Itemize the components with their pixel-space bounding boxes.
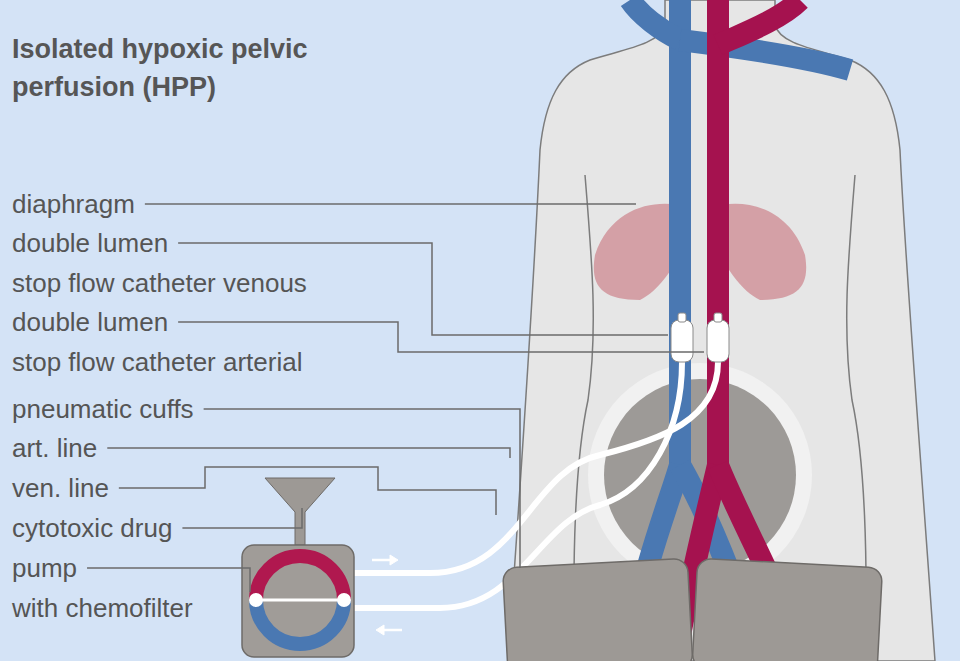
part-label: double lumen stop flow catheter arterial	[12, 303, 302, 382]
part-label: pump with chemofilter	[12, 549, 193, 628]
pump-ring-arterial	[256, 556, 344, 600]
venous-catheter	[671, 320, 693, 362]
arterial-catheter	[707, 320, 729, 362]
part-label: ven. line	[12, 469, 109, 509]
pneumatic-cuff	[692, 558, 883, 661]
leader-line	[182, 508, 302, 528]
drug-funnel	[265, 478, 335, 545]
lung	[722, 204, 806, 300]
catheter-port	[678, 313, 686, 322]
part-label: cytotoxic drug	[12, 509, 172, 549]
catheter-port	[714, 313, 722, 322]
part-label: art. line	[12, 429, 97, 469]
leader-line	[87, 568, 250, 592]
pump-box	[242, 545, 354, 657]
part-label: double lumen stop flow catheter venous	[12, 224, 307, 303]
title: Isolated hypoxic pelvic perfusion (HPP)	[12, 30, 382, 106]
leader-line	[204, 409, 520, 568]
pump-ring-venous	[256, 600, 344, 644]
flow-arrow	[372, 555, 398, 565]
leader-line	[107, 448, 510, 458]
lung	[594, 204, 678, 300]
leader-line	[119, 467, 496, 515]
part-label: diaphragm	[12, 185, 135, 225]
leader-line	[145, 203, 636, 205]
chemofilter	[256, 599, 344, 602]
pump-port	[249, 593, 263, 607]
flow-arrow	[376, 625, 402, 635]
pump-port	[337, 593, 351, 607]
pneumatic-cuff	[503, 558, 694, 661]
part-label: pneumatic cuffs	[12, 390, 194, 430]
